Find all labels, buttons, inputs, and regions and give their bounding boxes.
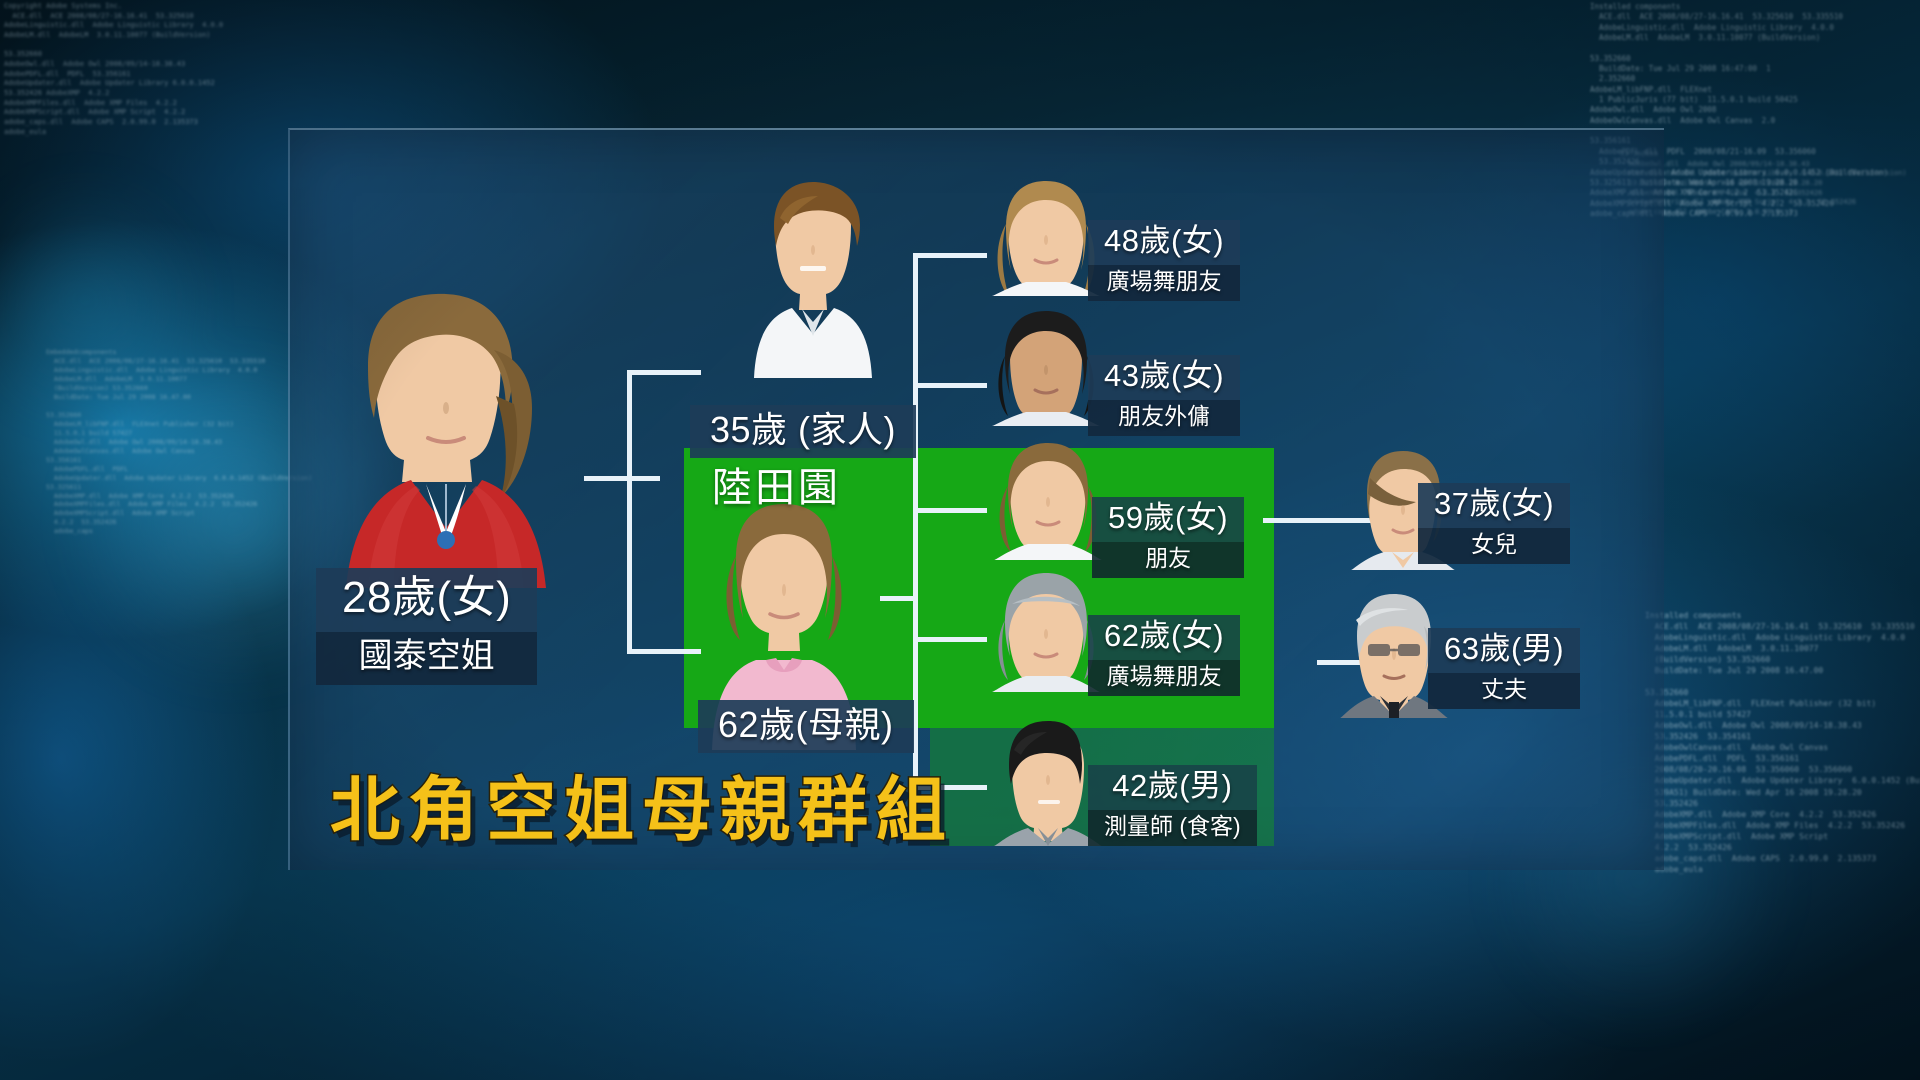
- avatar-flight-attendant: [346, 293, 546, 588]
- node-label-friend-43[interactable]: 43歲(女) 朋友外傭: [1088, 355, 1241, 436]
- node-age-family-member: 35歲 (家人): [690, 405, 917, 458]
- node-label-friend-62[interactable]: 62歲(女) 廣場舞朋友: [1088, 615, 1241, 696]
- node-label-surveyor-42[interactable]: 42歲(男) 測量師 (食客): [1088, 765, 1257, 846]
- node-label-daughter-37[interactable]: 37歲(女) 女兒: [1418, 483, 1571, 564]
- connector-line: [913, 383, 987, 388]
- node-label-family-member[interactable]: 35歲 (家人): [690, 405, 917, 458]
- node-label-friend-48[interactable]: 48歲(女) 廣場舞朋友: [1088, 220, 1241, 301]
- avatar-friend-48: [992, 181, 1100, 296]
- node-age-friend-43: 43歲(女): [1088, 355, 1241, 401]
- node-age-friend-48: 48歲(女): [1088, 220, 1241, 266]
- node-label-husband-63[interactable]: 63歲(男) 丈夫: [1428, 628, 1581, 709]
- avatar-friend-43: [992, 311, 1100, 426]
- connector-line: [627, 649, 701, 654]
- avatar-family-member: [754, 182, 872, 378]
- node-age-mother: 62歲(母親): [698, 700, 914, 753]
- node-age-friend-59: 59歲(女): [1092, 497, 1245, 543]
- avatar-friend-62: [992, 573, 1100, 692]
- node-role-friend-59: 朋友: [1092, 542, 1245, 578]
- group-name-label: 陸田園: [712, 466, 841, 510]
- connector-line: [913, 253, 987, 258]
- node-role-surveyor-42: 測量師 (食客): [1088, 810, 1257, 846]
- node-role-friend-62: 廣場舞朋友: [1088, 660, 1241, 696]
- connector-line: [913, 253, 918, 790]
- node-role-flight-attendant: 國泰空姐: [316, 632, 538, 686]
- node-label-friend-59[interactable]: 59歲(女) 朋友: [1092, 497, 1245, 578]
- node-label-flight-attendant[interactable]: 28歲(女) 國泰空姐: [316, 568, 538, 686]
- connector-line: [913, 508, 987, 513]
- node-label-mother[interactable]: 62歲(母親): [698, 700, 914, 753]
- connector-line: [913, 637, 987, 642]
- node-age-surveyor-42: 42歲(男): [1088, 765, 1257, 811]
- node-age-husband-63: 63歲(男): [1428, 628, 1581, 674]
- avatar-friend-59: [994, 443, 1102, 560]
- connector-line: [584, 476, 660, 481]
- avatar-surveyor-42: [994, 721, 1102, 846]
- node-role-friend-43: 朋友外傭: [1088, 400, 1241, 436]
- node-role-husband-63: 丈夫: [1428, 673, 1581, 709]
- connector-line: [627, 370, 701, 375]
- connector-line: [880, 596, 918, 601]
- connector-line: [1263, 518, 1383, 523]
- connector-line: [627, 370, 632, 654]
- connector-line: [913, 785, 987, 790]
- node-role-daughter-37: 女兒: [1418, 528, 1571, 564]
- node-role-friend-48: 廣場舞朋友: [1088, 265, 1241, 301]
- page-title: 北角空姐母親群組: [329, 770, 954, 851]
- node-age-friend-62: 62歲(女): [1088, 615, 1241, 661]
- node-age-flight-attendant: 28歲(女): [316, 568, 538, 633]
- node-age-daughter-37: 37歲(女): [1418, 483, 1571, 529]
